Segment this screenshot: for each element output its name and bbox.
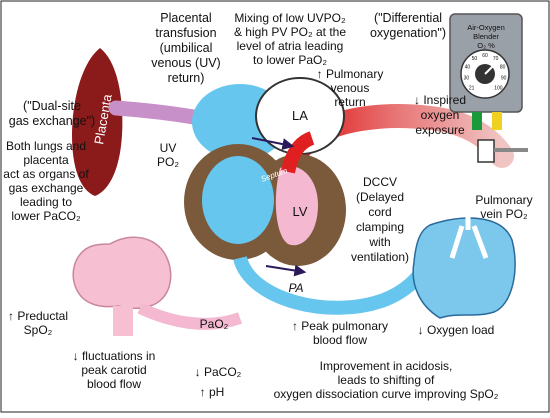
placental-transfusion-text-line-1: Placental: [160, 11, 211, 25]
lungs-placenta-text-line-5: leading to: [20, 195, 72, 209]
brain-shape: [72, 236, 172, 310]
lungs-placenta-text-line-4: gas exchange: [9, 181, 84, 195]
paco2-label: ↓ PaCO₂: [195, 365, 242, 379]
mixing-text-line-2: & high PV PO₂ at the: [234, 25, 346, 39]
uv-po2-text-line-2: PO₂: [157, 155, 179, 169]
pa-flow-arrow: [265, 264, 307, 277]
fluctuations-text-line-3: blood flow: [87, 377, 141, 391]
blender-subtitle: Blender: [473, 32, 499, 41]
blender-unit: O₂ %: [477, 41, 495, 50]
blender-scale-mark: 60: [482, 53, 488, 59]
blender-scale-mark: 100: [494, 85, 503, 91]
ph-label: ↑ pH: [200, 385, 225, 399]
blender-scale-mark: 30: [464, 76, 470, 82]
blender-scale-mark: 50: [472, 56, 478, 62]
mixing-text-line-4: to lower PaO₂: [253, 53, 327, 67]
improvement-text-line-1: Improvement in acidosis,: [320, 359, 453, 373]
dccv-text-line-4: clamping: [356, 220, 404, 234]
fluctuations-text-line-1: ↓ fluctuations in: [73, 349, 156, 363]
pa-label: PA: [288, 281, 303, 295]
blender-scale-mark: 70: [493, 56, 499, 62]
mixing-text-line-3: level of atria leading: [237, 39, 344, 53]
dccv-text-line-6: ventilation): [351, 250, 409, 264]
mixing-text-line-1: Mixing of low UVPO₂: [234, 11, 346, 25]
placental-transfusion-text-line-2: transfusion: [155, 26, 216, 40]
inspired-oxygen-text-line-1: ↓ Inspired: [414, 93, 466, 107]
lungs-placenta-text-line-6: lower PaCO₂: [11, 209, 81, 223]
lv-label: LV: [293, 204, 308, 219]
right-ventricle-chamber: [202, 156, 274, 244]
dccv-text-line-1: DCCV: [363, 175, 397, 189]
improvement-text-line-2: leads to shifting of: [338, 373, 435, 387]
pulmonary-vein-po2-text-line-2: vein PO₂: [480, 207, 528, 221]
blender-scale-mark: 21: [469, 85, 475, 91]
pao2-label: PaO₂: [200, 317, 229, 331]
peak-pulmonary-text-line-2: blood flow: [313, 333, 367, 347]
pulmonary-venous-return-text-line-1: ↑ Pulmonary: [317, 67, 384, 81]
uv-po2-text-line-1: UV: [160, 141, 177, 155]
pulmonary-venous-return-text-line-3: return: [334, 95, 365, 109]
aorta-vessel: [281, 131, 315, 174]
dual-site-text-line-1: ("Dual-site: [23, 99, 81, 113]
lungs-shape: [412, 217, 516, 319]
blender-outlet-green: [472, 112, 482, 130]
blender-scale-mark: 90: [501, 76, 507, 82]
blender-title: Air-Oxygen: [467, 23, 505, 32]
improvement-text: Improvement in acidosis,leads to shiftin…: [274, 359, 499, 401]
preductal-text-line-2: SpO₂: [24, 323, 53, 337]
uv-po2-text: UVPO₂: [157, 141, 179, 169]
placental-transfusion-text-line-5: return): [168, 71, 205, 85]
uv-flow-arrow: [251, 137, 295, 151]
differential-oxygenation-text-line-2: oxygenation"): [370, 26, 446, 40]
lungs-placenta-text-line-1: Both lungs and: [6, 139, 86, 153]
dccv-text-line-2: (Delayed: [356, 190, 404, 204]
lungs-placenta-text-line-2: placenta: [23, 153, 69, 167]
placental-transfusion-text-line-4: venous (UV): [151, 56, 220, 70]
left-ventricle-chamber: [275, 166, 318, 246]
inspired-oxygen-text-line-2: oxygen: [421, 108, 460, 122]
carotid-vessel: [137, 302, 242, 330]
trachea: [449, 150, 489, 259]
pulmonary-venous-return-text-line-2: venous: [331, 81, 370, 95]
dccv-text-line-5: with: [368, 235, 390, 249]
la-label: LA: [292, 108, 308, 123]
fluctuations-text-line-2: peak carotid: [81, 363, 146, 377]
inspired-oxygen-text-line-3: exposure: [415, 123, 465, 137]
lungs-placenta-text-line-3: act as organs of: [3, 167, 89, 181]
blender-needle: [484, 61, 498, 75]
blender-scale-mark: 80: [500, 65, 506, 71]
dual-site-text-line-2: gas exchange"): [9, 114, 95, 128]
oxygen-load-label: ↓ Oxygen load: [418, 323, 495, 337]
differential-oxygenation-text-line-1: ("Differential: [374, 11, 442, 25]
dccv-text-line-3: cord: [368, 205, 391, 219]
pulmonary-vein-po2-text-line-1: Pulmonary: [475, 193, 532, 207]
improvement-text-line-3: oxygen dissociation curve improving SpO₂: [274, 387, 499, 401]
placental-transfusion-text-line-3: (umbilical: [160, 41, 213, 55]
peak-pulmonary-text-line-1: ↑ Peak pulmonary: [292, 319, 388, 333]
blender-scale-mark: 40: [465, 65, 471, 71]
preductal-text-line-1: ↑ Preductal: [8, 309, 68, 323]
mixing-text: Mixing of low UVPO₂& high PV PO₂ at thel…: [234, 11, 346, 67]
ventilator-adapter: [477, 139, 495, 163]
placenta-shape: [72, 48, 123, 196]
brainstem: [113, 306, 133, 336]
blender-outlet-yellow: [492, 112, 502, 130]
